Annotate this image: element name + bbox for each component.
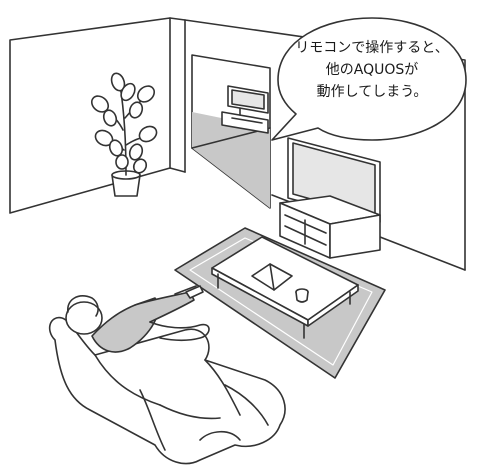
speech-line-1: リモコンで操作すると、 <box>295 40 449 56</box>
other-aquos-tv <box>221 85 269 134</box>
cup <box>295 288 309 303</box>
reclining-sofa <box>48 316 286 465</box>
tv-stand <box>279 195 381 259</box>
book <box>251 263 293 291</box>
speech-line-2: 他のAQUOSが <box>325 62 419 78</box>
potted-plant <box>90 72 158 197</box>
speech-bubble <box>271 17 467 141</box>
left-wall <box>9 17 186 214</box>
speech-line-3: 動作してしまう。 <box>316 84 428 100</box>
speech-bubble-text: リモコンで操作すると、 他のAQUOSが 動作してしまう。 <box>288 37 456 103</box>
person-with-remote <box>65 285 210 353</box>
